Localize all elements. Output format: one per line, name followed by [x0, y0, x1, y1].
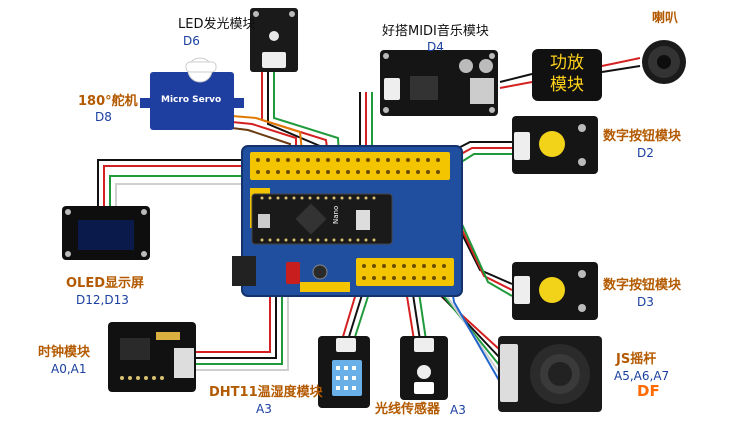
button-module-2-label: 数字按钮模块	[603, 278, 682, 293]
wire-amp-spk-1	[601, 57, 641, 67]
midi-module	[380, 50, 498, 116]
servo-module-label: 180°舵机	[78, 94, 138, 109]
amplifier-label-line1: 功放	[550, 53, 584, 73]
led-module	[250, 8, 298, 72]
expansion-board: Nano	[232, 145, 463, 297]
dht11-module-label: DHT11温湿度模块	[209, 385, 323, 400]
clock-module-label: 时钟模块	[38, 345, 91, 360]
clock-module	[108, 322, 196, 392]
df-watermark: DF	[637, 382, 660, 400]
dht11-module	[318, 336, 370, 408]
led-module-label: LED发光模块	[178, 17, 256, 32]
wire-btn2-3	[451, 201, 513, 297]
amplifier-label: 功放模块	[532, 52, 602, 96]
servo-module-pin: D8	[95, 110, 112, 124]
joystick-label: JS摇杆	[616, 352, 657, 367]
amplifier-module	[532, 49, 602, 101]
wire-midi-amp-2	[499, 81, 533, 89]
button-module-1	[512, 116, 598, 174]
button-module-1-pin: D2	[637, 146, 654, 160]
midi-module-label: 好搭MIDI音乐模块	[382, 24, 489, 39]
oled-module	[62, 206, 150, 260]
button-module-1-label: 数字按钮模块	[603, 129, 682, 144]
button-module-2	[512, 262, 598, 320]
amplifier-label-line2: 模块	[550, 75, 584, 95]
clock-module-pin: A0,A1	[51, 362, 87, 376]
light-sensor-module	[400, 336, 448, 400]
joystick-pin: A5,A6,A7	[614, 369, 670, 383]
oled-module-pin: D12,D13	[76, 293, 129, 307]
joystick-module	[498, 336, 602, 412]
button-module-2-pin: D3	[637, 295, 654, 309]
board-label: Nano	[332, 206, 340, 224]
speaker-label: 喇叭	[652, 11, 679, 26]
light-sensor-label: 光线传感器	[375, 402, 441, 417]
wire-midi-amp-1	[499, 73, 533, 83]
servo-body-label: Micro Servo	[161, 95, 221, 105]
midi-module-pin: D4	[427, 40, 444, 54]
led-module-pin: D6	[183, 34, 200, 48]
speaker	[642, 40, 686, 84]
light-sensor-pin: A3	[450, 403, 466, 417]
wire-amp-spk-2	[601, 65, 641, 73]
servo-module: Micro Servo	[140, 57, 244, 130]
oled-module-label: OLED显示屏	[66, 276, 145, 291]
dht11-module-pin: A3	[256, 402, 272, 416]
